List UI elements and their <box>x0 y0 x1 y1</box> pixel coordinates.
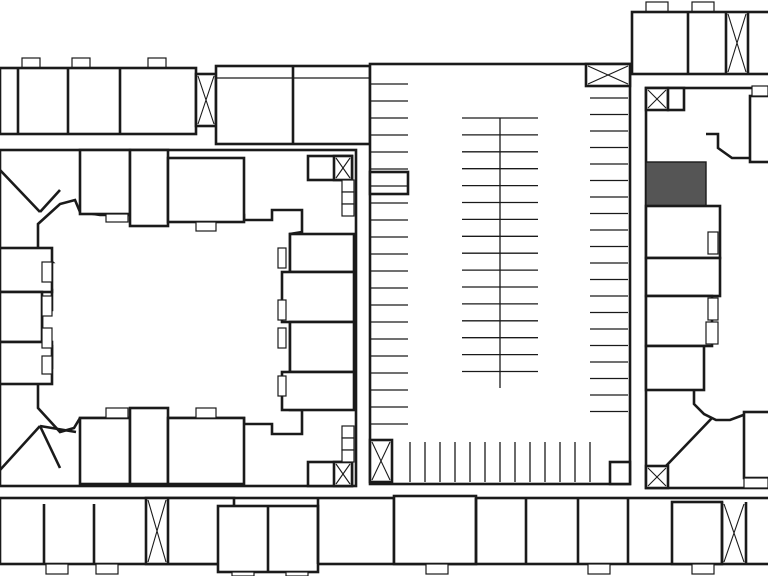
unit[interactable] <box>742 410 768 480</box>
unit[interactable] <box>166 416 246 486</box>
unit-block[interactable] <box>0 66 198 136</box>
unit[interactable] <box>644 294 714 348</box>
unit[interactable] <box>0 290 44 344</box>
unit[interactable] <box>78 148 132 216</box>
unit[interactable] <box>128 406 170 486</box>
unit[interactable] <box>748 94 768 164</box>
unit[interactable] <box>280 270 356 324</box>
unit-block[interactable] <box>630 10 768 76</box>
east-wing <box>644 85 768 490</box>
unit[interactable] <box>288 232 356 274</box>
north-east-units <box>630 1 768 76</box>
unit[interactable] <box>128 148 170 228</box>
unit-block[interactable] <box>0 496 768 566</box>
unit[interactable] <box>644 256 722 298</box>
unit[interactable] <box>288 320 356 374</box>
north-west-units <box>0 57 372 146</box>
unit[interactable] <box>166 156 246 224</box>
parking-garage <box>368 62 632 486</box>
east-wing-unit-selected[interactable] <box>645 161 707 207</box>
unit[interactable] <box>78 416 132 486</box>
south-units <box>0 494 768 576</box>
unit[interactable] <box>280 370 356 412</box>
unit[interactable] <box>644 344 706 392</box>
parking-stalls <box>370 83 628 482</box>
west-courtyard-building <box>0 148 358 488</box>
